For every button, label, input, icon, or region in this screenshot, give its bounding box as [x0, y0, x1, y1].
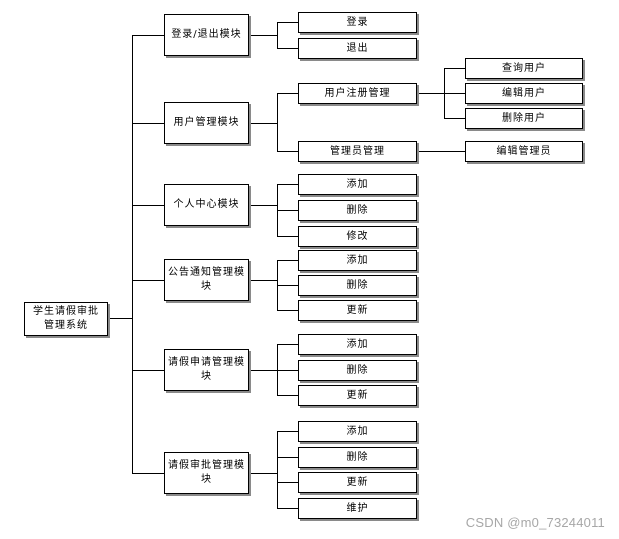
connector — [132, 370, 164, 371]
connector — [277, 395, 298, 396]
function-node-label: 用户注册管理 — [324, 87, 391, 99]
module-node: 用户管理模块 — [164, 102, 249, 144]
connector — [249, 473, 277, 474]
module-node: 个人中心模块 — [164, 184, 249, 226]
function-node: 管理员管理 — [298, 141, 417, 162]
connector — [249, 205, 277, 206]
connector — [277, 22, 278, 48]
connector — [444, 93, 465, 94]
function-node: 退出 — [298, 38, 417, 59]
function-node-label: 管理员管理 — [330, 145, 385, 157]
connector — [417, 151, 465, 152]
function-node-label: 退出 — [346, 42, 369, 54]
function-node: 维护 — [298, 498, 417, 519]
module-node-label: 个人中心模块 — [173, 199, 240, 210]
function-node-label: 更新 — [346, 389, 369, 401]
connector — [108, 318, 132, 319]
function-node-label: 添加 — [346, 178, 369, 190]
function-node-label: 添加 — [346, 425, 369, 437]
connector — [277, 151, 298, 152]
module-node: 请假审批管理模块 — [164, 452, 249, 494]
sub-function-node: 删除用户 — [465, 108, 583, 129]
function-node-label: 删除 — [346, 279, 369, 291]
module-node-label: 请假申请管理模块 — [168, 357, 245, 382]
function-node-label: 修改 — [346, 230, 369, 242]
connector — [277, 184, 298, 185]
sub-function-node-label: 编辑用户 — [502, 87, 546, 99]
function-node: 删除 — [298, 447, 417, 468]
connector — [277, 457, 298, 458]
connector — [132, 280, 164, 281]
connector — [277, 22, 298, 23]
connector — [277, 508, 298, 509]
sub-function-node: 查询用户 — [465, 58, 583, 79]
connector — [249, 370, 277, 371]
connector — [277, 344, 278, 395]
sub-function-node: 编辑用户 — [465, 83, 583, 104]
connector — [132, 35, 133, 473]
connector — [277, 93, 298, 94]
connector — [277, 93, 278, 151]
module-node: 请假申请管理模块 — [164, 349, 249, 391]
connector — [277, 260, 298, 261]
connector — [444, 118, 465, 119]
connector — [277, 482, 298, 483]
connector — [444, 68, 465, 69]
connector — [277, 431, 278, 508]
function-node-label: 添加 — [346, 338, 369, 350]
watermark-text: CSDN @m0_73244011 — [465, 515, 605, 530]
module-node-label: 用户管理模块 — [173, 117, 240, 128]
function-node: 删除 — [298, 275, 417, 296]
connector — [417, 93, 444, 94]
function-node: 用户注册管理 — [298, 83, 417, 104]
function-node: 删除 — [298, 360, 417, 381]
module-node-label: 公告通知管理模块 — [168, 267, 245, 292]
module-node-label: 登录/退出模块 — [171, 29, 242, 40]
connector — [132, 473, 164, 474]
function-node-label: 删除 — [346, 204, 369, 216]
function-node: 添加 — [298, 174, 417, 195]
sub-function-node: 编辑管理员 — [465, 141, 583, 162]
module-node: 登录/退出模块 — [164, 14, 249, 56]
connector — [132, 205, 164, 206]
function-node-label: 登录 — [346, 16, 369, 28]
function-node: 登录 — [298, 12, 417, 33]
connector — [277, 344, 298, 345]
module-node-label: 请假审批管理模块 — [168, 460, 245, 485]
function-node: 修改 — [298, 226, 417, 247]
sub-function-node-label: 删除用户 — [502, 112, 546, 124]
function-node-label: 更新 — [346, 304, 369, 316]
connector — [249, 35, 277, 36]
root-node-label: 学生请假审批管理系统 — [33, 306, 99, 331]
function-node: 更新 — [298, 472, 417, 493]
function-node-label: 维护 — [346, 502, 369, 514]
connector — [132, 35, 164, 36]
function-node: 添加 — [298, 250, 417, 271]
connector — [277, 48, 298, 49]
connector — [249, 123, 277, 124]
function-node: 删除 — [298, 200, 417, 221]
function-node: 更新 — [298, 385, 417, 406]
module-node: 公告通知管理模块 — [164, 259, 249, 301]
function-node: 添加 — [298, 421, 417, 442]
connector — [277, 285, 298, 286]
function-node-label: 更新 — [346, 476, 369, 488]
function-node-label: 添加 — [346, 254, 369, 266]
connector — [277, 310, 298, 311]
function-node: 添加 — [298, 334, 417, 355]
connector — [132, 123, 164, 124]
connector — [277, 236, 298, 237]
connector — [277, 431, 298, 432]
connector — [277, 370, 298, 371]
function-node: 更新 — [298, 300, 417, 321]
function-node-label: 删除 — [346, 451, 369, 463]
function-node-label: 删除 — [346, 364, 369, 376]
root-node: 学生请假审批管理系统 — [24, 302, 108, 336]
connector — [249, 280, 277, 281]
sub-function-node-label: 查询用户 — [502, 62, 546, 74]
connector — [277, 210, 298, 211]
sub-function-node-label: 编辑管理员 — [496, 145, 552, 157]
